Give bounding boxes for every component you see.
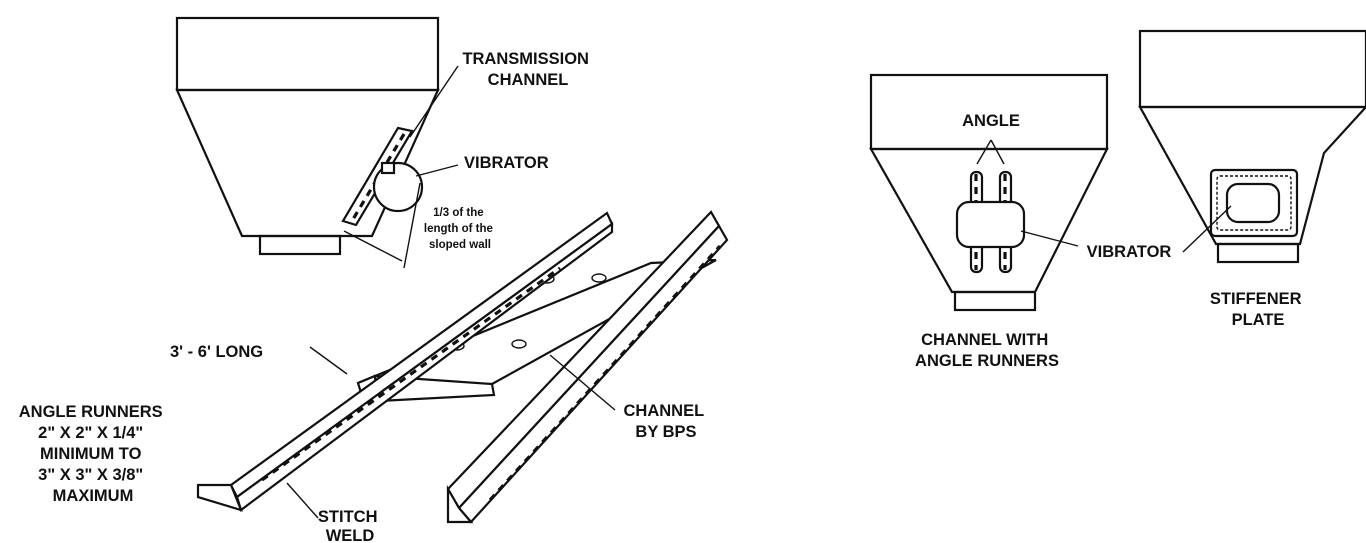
transmission-channel-label: TRANSMISSION CHANNEL [462, 50, 593, 89]
stitch-weld-label: STITCH WELD [318, 508, 382, 543]
one-third-dimension [343, 182, 421, 269]
channel-by-bps-leader [549, 354, 616, 411]
hopper-angle-runners [869, 73, 1109, 312]
three-six-long-label: 3' - 6' LONG [170, 343, 263, 361]
vibrator-right-part-1 [955, 200, 1026, 249]
stitch-weld-leader [286, 482, 319, 519]
vibrator-left-part [372, 161, 424, 213]
transmission-channel-leader [409, 65, 459, 138]
stiffener-plate-part [1209, 168, 1299, 238]
stiffener-plate-label: STIFFENER PLATE [1210, 290, 1306, 329]
vibrator-right-label: VIBRATOR [1087, 243, 1172, 261]
three-six-long-leader [309, 346, 348, 375]
channel-by-bps-label: CHANNEL BY BPS [624, 402, 709, 441]
angle-runner-left [196, 211, 614, 512]
vibrator-right-leader-left [1020, 230, 1079, 247]
one-third-label: 1/3 of the length of the sloped wall [424, 207, 496, 251]
angle-runners-label: ANGLE RUNNERS 2" X 2" X 1/4" MINIMUM TO … [19, 403, 168, 505]
channel-with-angle-runners-label: CHANNEL WITH ANGLE RUNNERS [915, 331, 1059, 370]
angle-leader-1 [976, 139, 992, 165]
angle-leader-2 [990, 139, 1005, 165]
vibrator-left-leader [415, 164, 459, 177]
hopper-left [175, 16, 440, 256]
hopper-stiffener [1138, 29, 1366, 264]
angle-runner-right [446, 210, 729, 524]
vibrator-left-label: VIBRATOR [464, 154, 549, 172]
angle-label: ANGLE [962, 112, 1020, 130]
vibrator-right-leader-right [1182, 205, 1232, 253]
